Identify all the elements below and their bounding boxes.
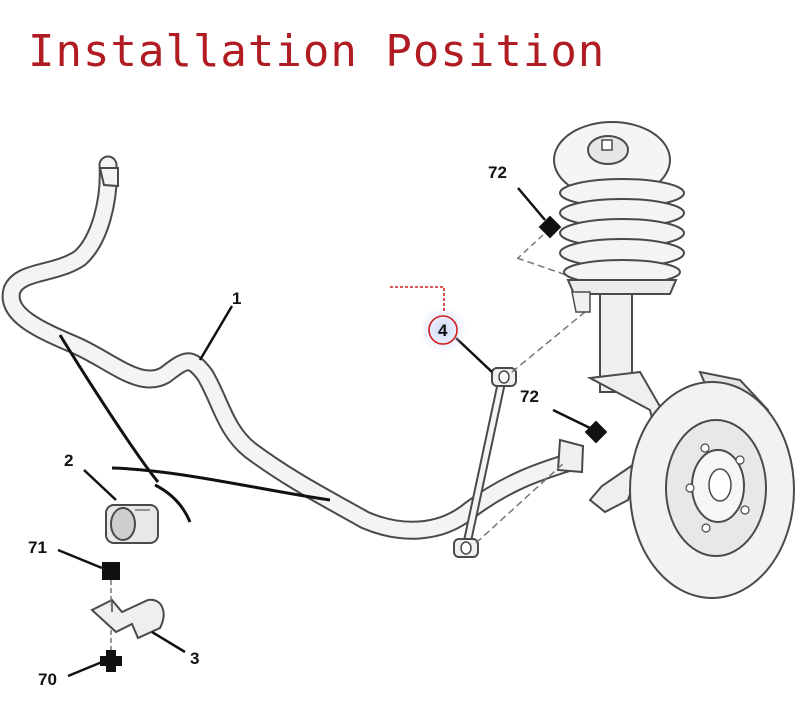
page-title: Installation Position <box>28 26 606 77</box>
bushing-part <box>105 504 159 544</box>
knuckle-and-brake <box>586 370 795 599</box>
callout-label-1: 1 <box>232 289 241 308</box>
anti-roll-bar <box>1 155 580 540</box>
assembly-dashed-lines <box>475 257 586 544</box>
bushing-pointer-lines <box>58 334 331 523</box>
callout-label-4: 4 <box>438 321 448 340</box>
callout-label-3: 3 <box>190 649 199 668</box>
diamond-icon-lower <box>584 420 608 444</box>
callout-label-2: 2 <box>64 451 73 470</box>
fastener-symbols <box>100 562 122 672</box>
bar-end-clamp <box>556 438 585 474</box>
square-torque-marker <box>102 562 120 580</box>
strut-assembly <box>553 121 685 393</box>
clamp-part <box>90 598 165 640</box>
callout-label-71: 71 <box>28 538 47 557</box>
callout-label-70: 70 <box>38 670 57 689</box>
callout-label-72-upper: 72 <box>488 163 507 182</box>
callout-label-72-lower: 72 <box>520 387 539 406</box>
part-4-highlight <box>390 286 467 354</box>
plus-torque-marker <box>100 650 122 672</box>
stabilizer-link <box>453 367 517 558</box>
